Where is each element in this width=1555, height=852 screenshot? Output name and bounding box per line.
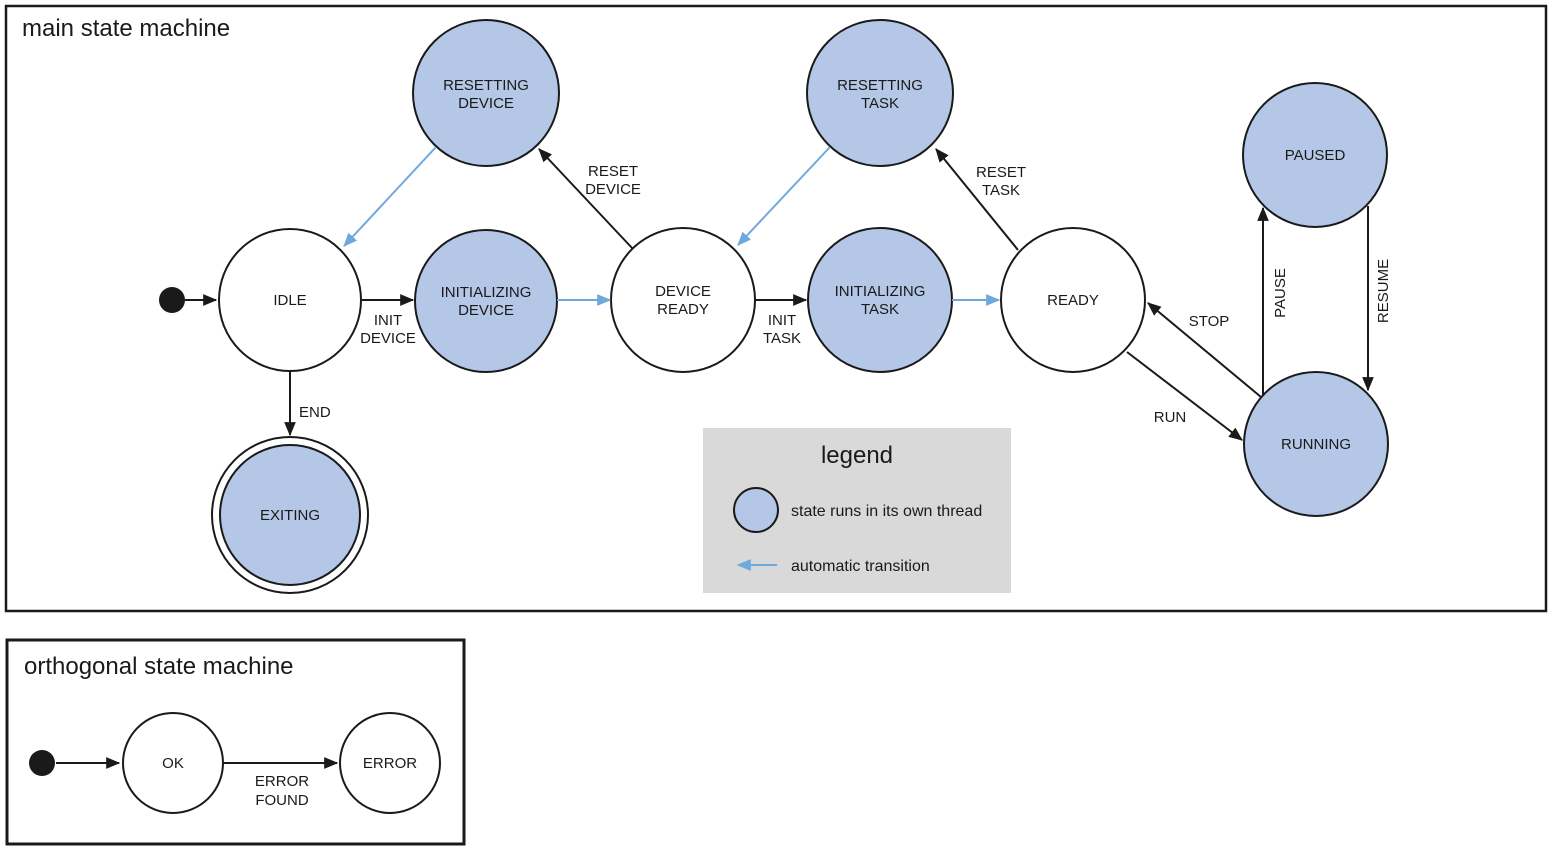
state-resetting-task-label: TASK [861, 95, 899, 112]
main-machine-title: main state machine [22, 15, 230, 42]
state-ok-label: OK [162, 755, 184, 772]
state-resetting-task-label: RESETTING [837, 77, 923, 94]
edge-reset-device-label: RESET [588, 163, 638, 180]
edge-resume-label: RESUME [1375, 259, 1392, 323]
edge-reset-task [935, 148, 1019, 251]
edge-error-found-label: ERROR [255, 773, 309, 790]
legend-automatic-transition-label: automatic transition [791, 558, 930, 575]
state-initializing-device [414, 229, 558, 373]
state-initializing-device-label: DEVICE [458, 302, 514, 319]
orthogonal-machine-title: orthogonal state machine [24, 653, 294, 680]
edge-init-task-label: INIT [768, 312, 796, 329]
edge-run-label: RUN [1154, 409, 1187, 426]
edge-stop-label: STOP [1189, 313, 1230, 330]
state-ok [122, 712, 224, 814]
edge-auto-resetting-device-to-idle [343, 146, 437, 247]
state-resetting-device-label: DEVICE [458, 95, 514, 112]
state-exiting [219, 444, 361, 586]
state-device-ready [610, 227, 756, 373]
threaded-state-swatch-icon [733, 487, 779, 533]
edge-reset-device-label: DEVICE [585, 181, 641, 198]
edge-reset-task-label: RESET [976, 164, 1026, 181]
legend-threaded-state-label: state runs in its own thread [791, 503, 982, 520]
initial-state-dot [29, 750, 55, 776]
state-ready [1000, 227, 1146, 373]
edge-error-found-label: FOUND [255, 792, 308, 809]
state-resetting-device [412, 19, 560, 167]
state-running-label: RUNNING [1281, 436, 1351, 453]
edge-run [1126, 351, 1243, 441]
state-initializing-task-label: TASK [861, 301, 899, 318]
edge-init-device-label: INIT [374, 312, 402, 329]
edge-init-device-label: DEVICE [360, 330, 416, 347]
state-initializing-task [807, 227, 953, 373]
edge-pause-label: PAUSE [1272, 268, 1289, 318]
state-resetting-task [806, 19, 954, 167]
state-idle-label: IDLE [273, 292, 306, 309]
state-ready-label: READY [1047, 292, 1099, 309]
initial-state-dot [159, 287, 185, 313]
state-running [1243, 371, 1389, 517]
edge-init-task-label: TASK [763, 330, 801, 347]
state-initializing-device-label: INITIALIZING [441, 284, 532, 301]
edge-reset-device [538, 148, 634, 250]
edge-auto-resetting-task-to-device-ready [737, 146, 831, 246]
legend-title: legend [821, 442, 893, 469]
state-exiting-label: EXITING [260, 507, 320, 524]
edge-end-label: END [299, 404, 331, 421]
state-device-ready-label: READY [657, 301, 709, 318]
state-error [339, 712, 441, 814]
edge-stop [1147, 302, 1262, 398]
state-initializing-task-label: INITIALIZING [835, 283, 926, 300]
state-error-label: ERROR [363, 755, 417, 772]
state-paused [1242, 82, 1388, 228]
state-device-ready-label: DEVICE [655, 283, 711, 300]
state-resetting-device-label: RESETTING [443, 77, 529, 94]
state-paused-label: PAUSED [1285, 147, 1346, 164]
edge-reset-task-label: TASK [982, 182, 1020, 199]
